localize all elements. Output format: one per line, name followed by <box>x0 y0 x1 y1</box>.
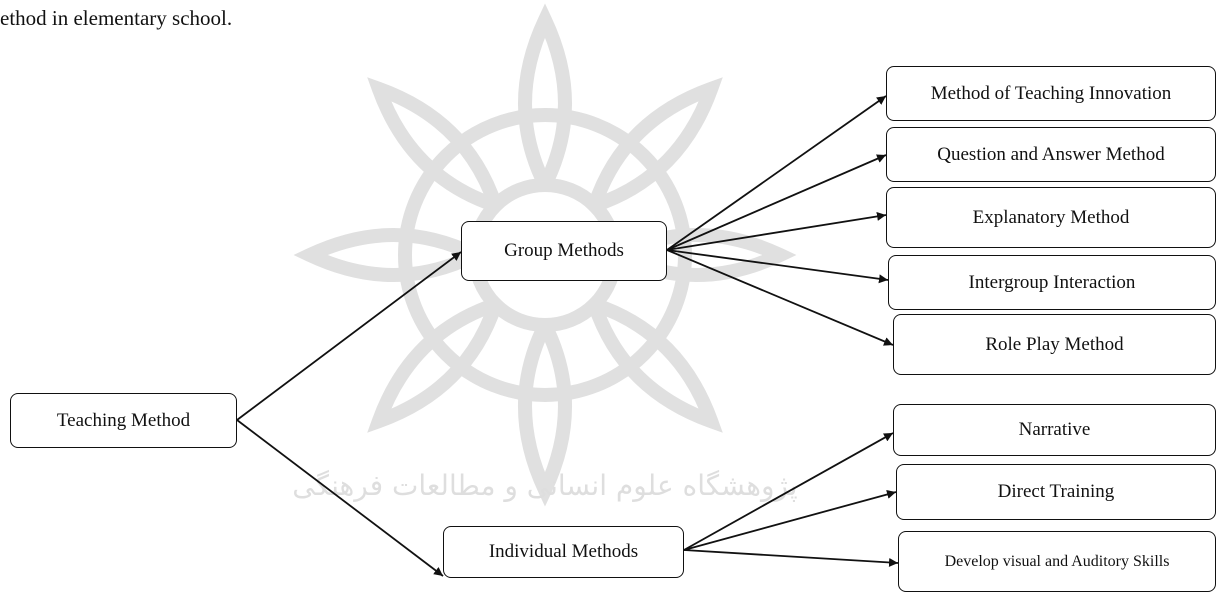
arrow-group-to-child-5 <box>666 249 894 346</box>
arrow-group-to-child-3 <box>666 211 887 251</box>
direct-training-node: Direct Training <box>896 464 1216 520</box>
caption-text: ethod in elementary school. <box>0 6 233 30</box>
arrow-group-to-child-1 <box>666 95 887 251</box>
arrow-root-to-group <box>236 251 462 421</box>
watermark-text: پژوهشگاه علوم انسانی و مطالعات فرهنگی <box>292 469 797 502</box>
question-and-answer-method-node: Question and Answer Method <box>886 127 1216 182</box>
teaching-method-node: Teaching Method <box>10 393 237 448</box>
role-play-method-node: Role Play Method <box>893 314 1216 375</box>
arrow-group-to-child-2 <box>666 154 887 251</box>
arrow-group-to-child-4 <box>666 249 889 284</box>
develop-visual-and-auditory-skills-node: Develop visual and Auditory Skills <box>898 531 1216 592</box>
intergroup-interaction-node: Intergroup Interaction <box>888 255 1216 310</box>
individual-methods-node: Individual Methods <box>443 526 684 578</box>
arrow-individual-to-child-1 <box>683 432 894 551</box>
arrow-individual-to-child-2 <box>683 490 897 551</box>
narrative-node: Narrative <box>893 404 1216 456</box>
method-of-teaching-innovation-node: Method of Teaching Innovation <box>886 66 1216 121</box>
group-methods-node: Group Methods <box>461 221 667 281</box>
arrow-individual-to-child-3 <box>683 549 899 567</box>
explanatory-method-node: Explanatory Method <box>886 187 1216 248</box>
arrow-root-to-individual <box>236 419 444 577</box>
